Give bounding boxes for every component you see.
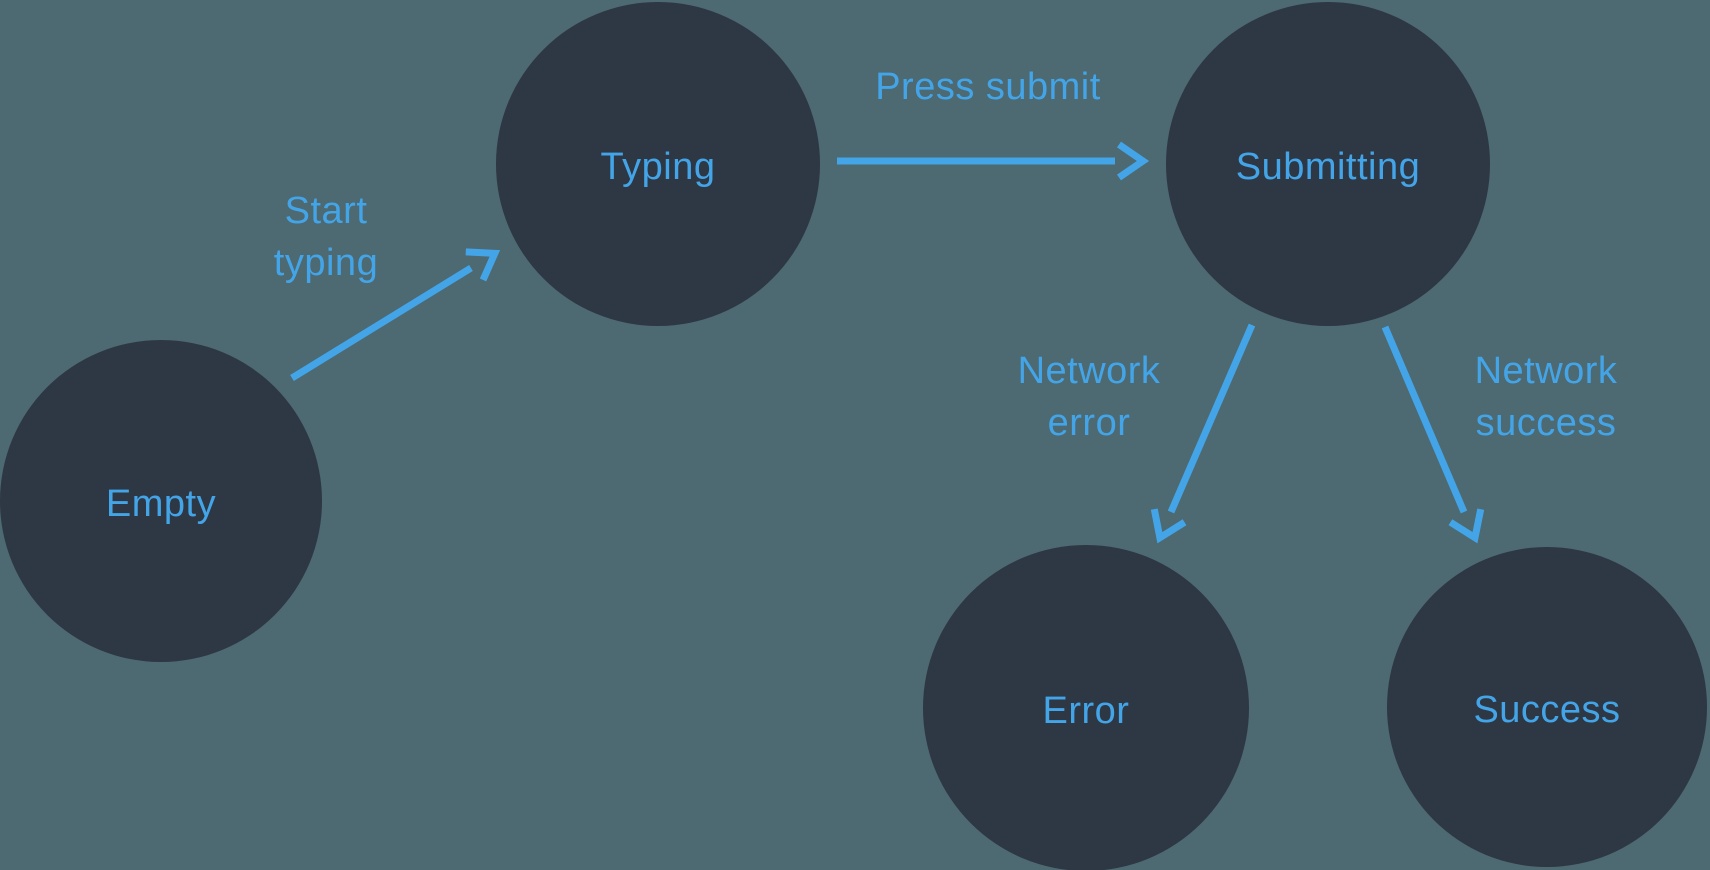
state-label-empty: Empty — [105, 482, 217, 525]
state-label-typing: Typing — [600, 145, 716, 188]
state-label-success: Success — [1473, 688, 1621, 731]
state-label-submitting: Submitting — [1235, 145, 1421, 188]
transition-label-line: typing — [273, 242, 379, 284]
transition-label-network-success: Network success — [1475, 345, 1618, 449]
transition-label-line: Press submit — [875, 66, 1101, 108]
transition-label-line: Network — [1017, 350, 1161, 392]
state-label-error: Error — [1042, 689, 1130, 732]
transition-arrow-network-error — [1150, 323, 1256, 544]
state-node-empty: Empty — [0, 340, 322, 662]
transition-label-line: error — [1047, 402, 1131, 444]
state-node-submitting: Submitting — [1166, 2, 1490, 326]
transition-label-line: Start — [284, 190, 368, 232]
transition-label-network-error: Network error — [1018, 345, 1161, 449]
state-node-success: Success — [1387, 547, 1707, 867]
transition-label-line: Network — [1474, 350, 1618, 392]
transition-label-start-typing: Start typing — [274, 185, 378, 289]
state-node-error: Error — [923, 545, 1249, 870]
transition-label-line: success — [1475, 402, 1617, 444]
transition-label-press-submit: Press submit — [875, 61, 1101, 113]
state-node-typing: Typing — [496, 2, 820, 326]
transition-arrow-network-success — [1381, 325, 1485, 544]
